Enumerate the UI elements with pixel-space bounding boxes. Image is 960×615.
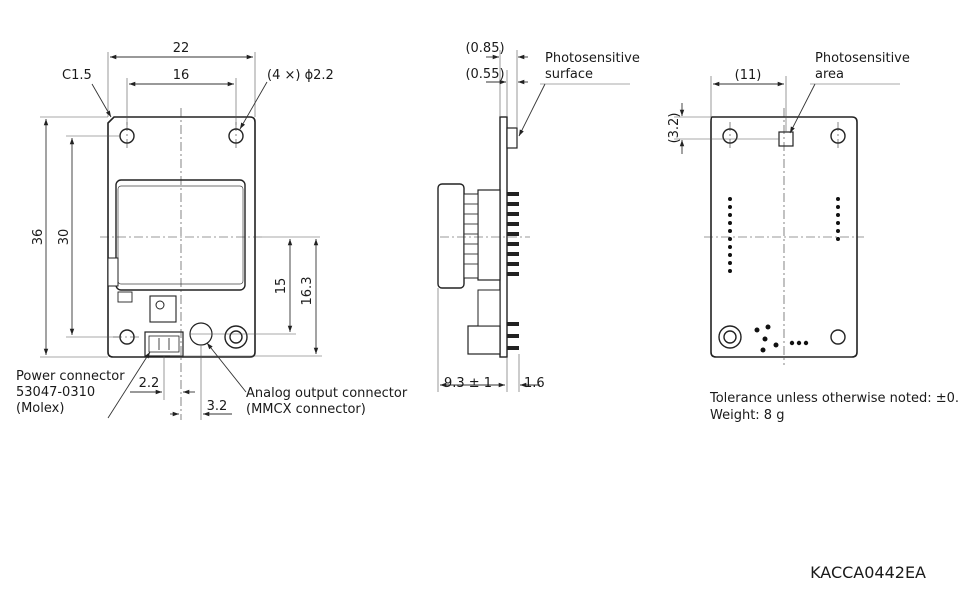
side-sensor bbox=[506, 127, 518, 149]
dim-conn-15: 15 bbox=[274, 278, 289, 295]
front-sensor-module bbox=[115, 179, 246, 291]
dim-side-thickness: 9.3 ± 1 bbox=[444, 376, 492, 391]
dim-hole-pitch-v: 30 bbox=[57, 229, 72, 246]
power-connector-label: Power connector 53047-0310 (Molex) bbox=[16, 369, 129, 416]
side-view: (0.85) (0.55) Photosensitive surface 9.3… bbox=[437, 41, 644, 392]
dim-height-total: 36 bbox=[31, 229, 46, 246]
dim-back-32: (3.2) bbox=[667, 113, 682, 144]
dim-side-055: (0.55) bbox=[465, 67, 504, 82]
dim-conn-163: 16.3 bbox=[300, 277, 315, 306]
front-view: 22 16 C1.5 (4 ×) ϕ2.2 36 30 15 16.3 bbox=[16, 41, 411, 420]
photosensitive-area-label: Photosensitive area bbox=[815, 51, 914, 82]
weight-note: Weight: 8 g bbox=[710, 408, 784, 423]
back-mounting-hole-br bbox=[830, 329, 846, 345]
side-module-body bbox=[437, 183, 465, 289]
front-potentiometer-knob bbox=[155, 300, 165, 310]
dim-side-16: 1.6 bbox=[524, 376, 545, 391]
dim-side-085: (0.85) bbox=[465, 41, 504, 56]
front-power-connector-inner bbox=[148, 335, 180, 353]
back-view: (11) (3.2) Photosensitive area bbox=[667, 51, 914, 365]
side-module-fins bbox=[463, 193, 479, 279]
drawing-code: KACCA0442EA bbox=[810, 563, 926, 582]
dim-width-total: 22 bbox=[173, 41, 190, 56]
dim-holes: (4 ×) ϕ2.2 bbox=[267, 68, 334, 83]
back-pads-right bbox=[836, 197, 840, 241]
front-sensor-module-inner bbox=[117, 185, 244, 285]
side-module bbox=[477, 189, 501, 281]
photosensitive-surface-label: Photosensitive surface bbox=[545, 51, 644, 82]
front-potentiometer bbox=[149, 295, 177, 323]
analog-connector-label: Analog output connector (MMCX connector) bbox=[246, 386, 411, 417]
tolerance-note: Tolerance unless otherwise noted: ±0.3 bbox=[709, 391, 960, 406]
front-mounting-hole-br-inner bbox=[229, 330, 243, 344]
dim-back-11: (11) bbox=[735, 68, 762, 83]
back-pads-left bbox=[728, 197, 732, 273]
side-connector-lower-2 bbox=[477, 289, 501, 327]
side-pins bbox=[507, 192, 519, 350]
back-pads-bottom bbox=[754, 324, 809, 353]
dim-conn-offset-22: 2.2 bbox=[139, 376, 160, 391]
side-connector-lower bbox=[467, 325, 501, 355]
back-board-outline bbox=[710, 116, 858, 358]
dim-chamfer: C1.5 bbox=[62, 68, 92, 83]
front-left-tab bbox=[107, 257, 119, 287]
back-photosensitive-element bbox=[778, 131, 794, 147]
front-small-component bbox=[117, 291, 133, 303]
dim-hole-pitch-h: 16 bbox=[173, 68, 190, 83]
dim-conn-offset-32: 3.2 bbox=[207, 399, 228, 414]
back-mounting-hole-bl-inner bbox=[723, 330, 737, 344]
